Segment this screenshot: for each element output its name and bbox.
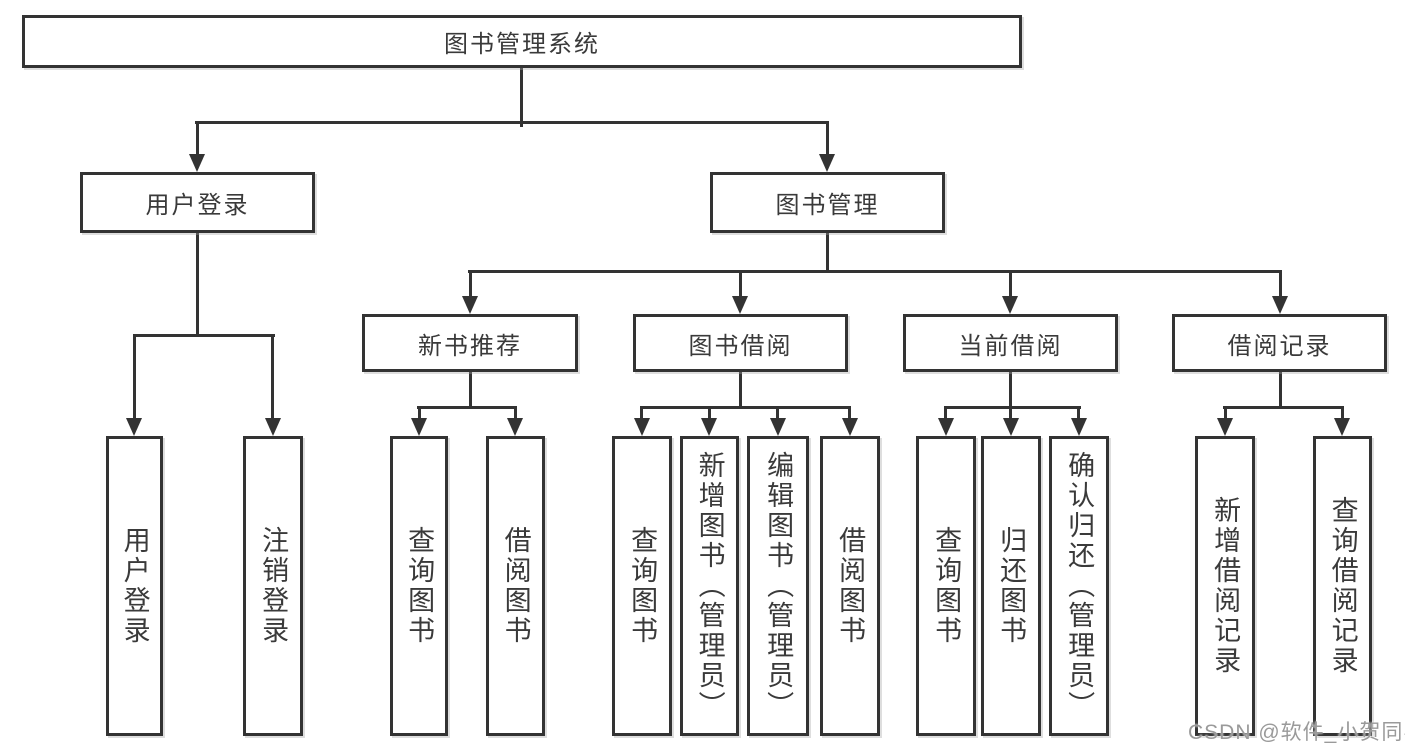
connector-line [776,406,779,419]
connector-line [826,121,829,155]
connector-line [739,270,742,297]
connector-line [520,68,523,127]
leaf-edit-books-admin: 编辑图书（管理员） [747,436,809,736]
leaf-query-borrow-record: 查询借阅记录 [1313,436,1372,736]
leaf-confirm-return-admin: 确认归还（管理员） [1049,436,1109,736]
leaf-query-books-3: 查询图书 [916,436,976,736]
connector-line [944,406,947,419]
connector-line [195,121,829,124]
arrow-down-icon [770,418,786,436]
arrow-down-icon [507,418,523,436]
connector-line [1224,406,1227,419]
connector-line [1341,406,1344,419]
arrow-down-icon [1003,418,1019,436]
arrow-down-icon [265,418,281,436]
connector-line [1077,406,1080,419]
arrow-down-icon [1002,296,1018,314]
connector-line [826,233,829,272]
connector-line [640,406,643,419]
connector-line [1009,406,1012,419]
node-new-book-recommendation: 新书推荐 [362,314,578,372]
leaf-query-books-1: 查询图书 [390,436,448,736]
connector-line [417,406,517,409]
leaf-borrow-books-2: 借阅图书 [820,436,880,736]
leaf-query-books-2: 查询图书 [612,436,672,736]
connector-line [468,270,1282,273]
arrow-down-icon [1217,418,1233,436]
arrow-down-icon [732,296,748,314]
connector-line [133,334,275,337]
arrow-down-icon [1334,418,1350,436]
arrow-down-icon [1071,418,1087,436]
leaf-user-login: 用户登录 [106,436,163,736]
connector-line [640,406,851,409]
arrow-down-icon [1272,296,1288,314]
connector-line [848,406,851,419]
node-root: 图书管理系统 [22,15,1022,68]
arrow-down-icon [189,154,205,172]
connector-line [1009,270,1012,297]
node-book-management: 图书管理 [710,172,945,233]
leaf-borrow-books-1: 借阅图书 [486,436,545,736]
node-user-login: 用户登录 [80,172,315,233]
connector-line [708,406,711,419]
connector-line [1223,406,1344,409]
connector-line [469,270,472,297]
arrow-down-icon [819,154,835,172]
arrow-down-icon [701,418,717,436]
connector-line [1279,372,1282,408]
arrow-down-icon [126,418,142,436]
connector-line [196,121,199,155]
leaf-logout: 注销登录 [243,436,303,736]
connector-line [418,406,421,419]
connector-line [469,372,472,408]
arrow-down-icon [634,418,650,436]
arrow-down-icon [411,418,427,436]
connector-line [133,334,136,419]
connector-line [739,372,742,408]
node-borrowing-records: 借阅记录 [1172,314,1387,372]
connector-line [944,406,1081,409]
arrow-down-icon [462,296,478,314]
connector-line [271,334,274,419]
connector-line [514,406,517,419]
leaf-return-books: 归还图书 [981,436,1041,736]
leaf-add-borrow-record: 新增借阅记录 [1195,436,1255,736]
watermark: CSDN @软件_小贺同学 [1188,721,1405,744]
connector-line [1009,372,1012,408]
arrow-down-icon [938,418,954,436]
node-current-borrowing: 当前借阅 [903,314,1118,372]
arrow-down-icon [842,418,858,436]
connector-line [196,233,199,336]
leaf-add-books-admin: 新增图书（管理员） [680,436,739,736]
connector-line [1279,270,1282,297]
node-book-borrowing: 图书借阅 [633,314,848,372]
